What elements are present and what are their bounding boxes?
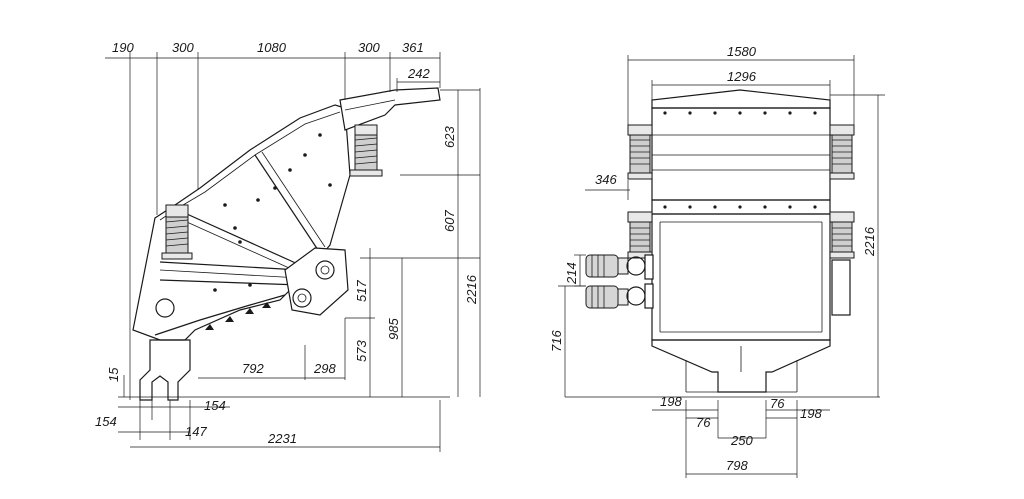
dim-298: 298 <box>313 361 336 376</box>
side-upper-spring <box>349 124 383 177</box>
front-motor-upper <box>585 254 654 280</box>
front-motor-lower <box>585 283 654 309</box>
deck-line-3 <box>177 209 301 266</box>
side-outlet-chute <box>139 339 191 401</box>
dim-154-right: 154 <box>204 398 226 413</box>
dim-250: 250 <box>730 433 753 448</box>
dim-76-left: 76 <box>696 415 711 430</box>
side-lower-spring <box>161 204 193 260</box>
dim-1080: 1080 <box>257 40 287 55</box>
deck-line-4 <box>177 217 299 273</box>
front-left-lower-spring <box>627 211 653 259</box>
side-feed-hopper <box>339 87 441 131</box>
dim-242: 242 <box>407 66 430 81</box>
dim-300-right: 300 <box>358 40 380 55</box>
side-body-inner <box>159 111 341 221</box>
dim-1580: 1580 <box>727 44 757 59</box>
front-dimensions <box>558 55 885 478</box>
dim-517: 517 <box>354 280 369 302</box>
side-inspection-hole <box>155 298 175 318</box>
dim-15: 15 <box>106 367 121 382</box>
front-right-bracket <box>831 259 851 316</box>
front-top-cover <box>651 89 831 109</box>
dim-798: 798 <box>726 458 748 473</box>
dim-361: 361 <box>402 40 424 55</box>
front-lower-body <box>651 213 831 341</box>
side-lower-plate <box>154 294 286 336</box>
dim-573: 573 <box>354 340 369 362</box>
front-left-upper-spring <box>627 124 653 180</box>
side-hopper-line <box>344 99 396 111</box>
front-dim-labels: 1580 1296 346 2216 214 716 198 76 76 198… <box>549 44 877 473</box>
dim-985: 985 <box>386 318 401 340</box>
deck-line-7 <box>159 279 301 286</box>
dim-2216-side: 2216 <box>464 274 479 305</box>
side-dim-labels: 190 300 1080 300 361 242 623 607 2216 51… <box>95 40 479 446</box>
dim-147: 147 <box>185 424 207 439</box>
dim-792: 792 <box>242 361 264 376</box>
dim-198-right: 198 <box>800 406 822 421</box>
dim-607: 607 <box>442 210 457 232</box>
dim-76-right: 76 <box>770 396 785 411</box>
front-view <box>565 89 880 398</box>
side-bolts <box>173 133 332 292</box>
deck-line-6 <box>261 151 326 248</box>
side-vibrator-motor <box>284 247 349 316</box>
front-right-lower-spring <box>829 211 855 259</box>
front-bolts <box>663 111 817 209</box>
dim-154-left: 154 <box>95 414 117 429</box>
dim-190: 190 <box>112 40 134 55</box>
dim-1296: 1296 <box>727 69 757 84</box>
front-right-upper-spring <box>829 124 855 180</box>
dim-198-left: 198 <box>660 394 682 409</box>
front-upper-body <box>651 107 831 201</box>
dim-346: 346 <box>595 172 617 187</box>
side-dimensions <box>105 52 481 452</box>
triangle-markers <box>205 302 271 330</box>
dim-623: 623 <box>442 126 457 148</box>
deck-line-1 <box>159 261 301 271</box>
dim-2216-front: 2216 <box>862 226 877 257</box>
deck-line-5 <box>254 154 319 251</box>
dim-214: 214 <box>564 262 579 285</box>
dim-2231: 2231 <box>267 431 297 446</box>
deck-line-2 <box>159 269 301 279</box>
dim-716: 716 <box>549 330 564 352</box>
side-view <box>118 87 450 401</box>
dim-300-left: 300 <box>172 40 194 55</box>
